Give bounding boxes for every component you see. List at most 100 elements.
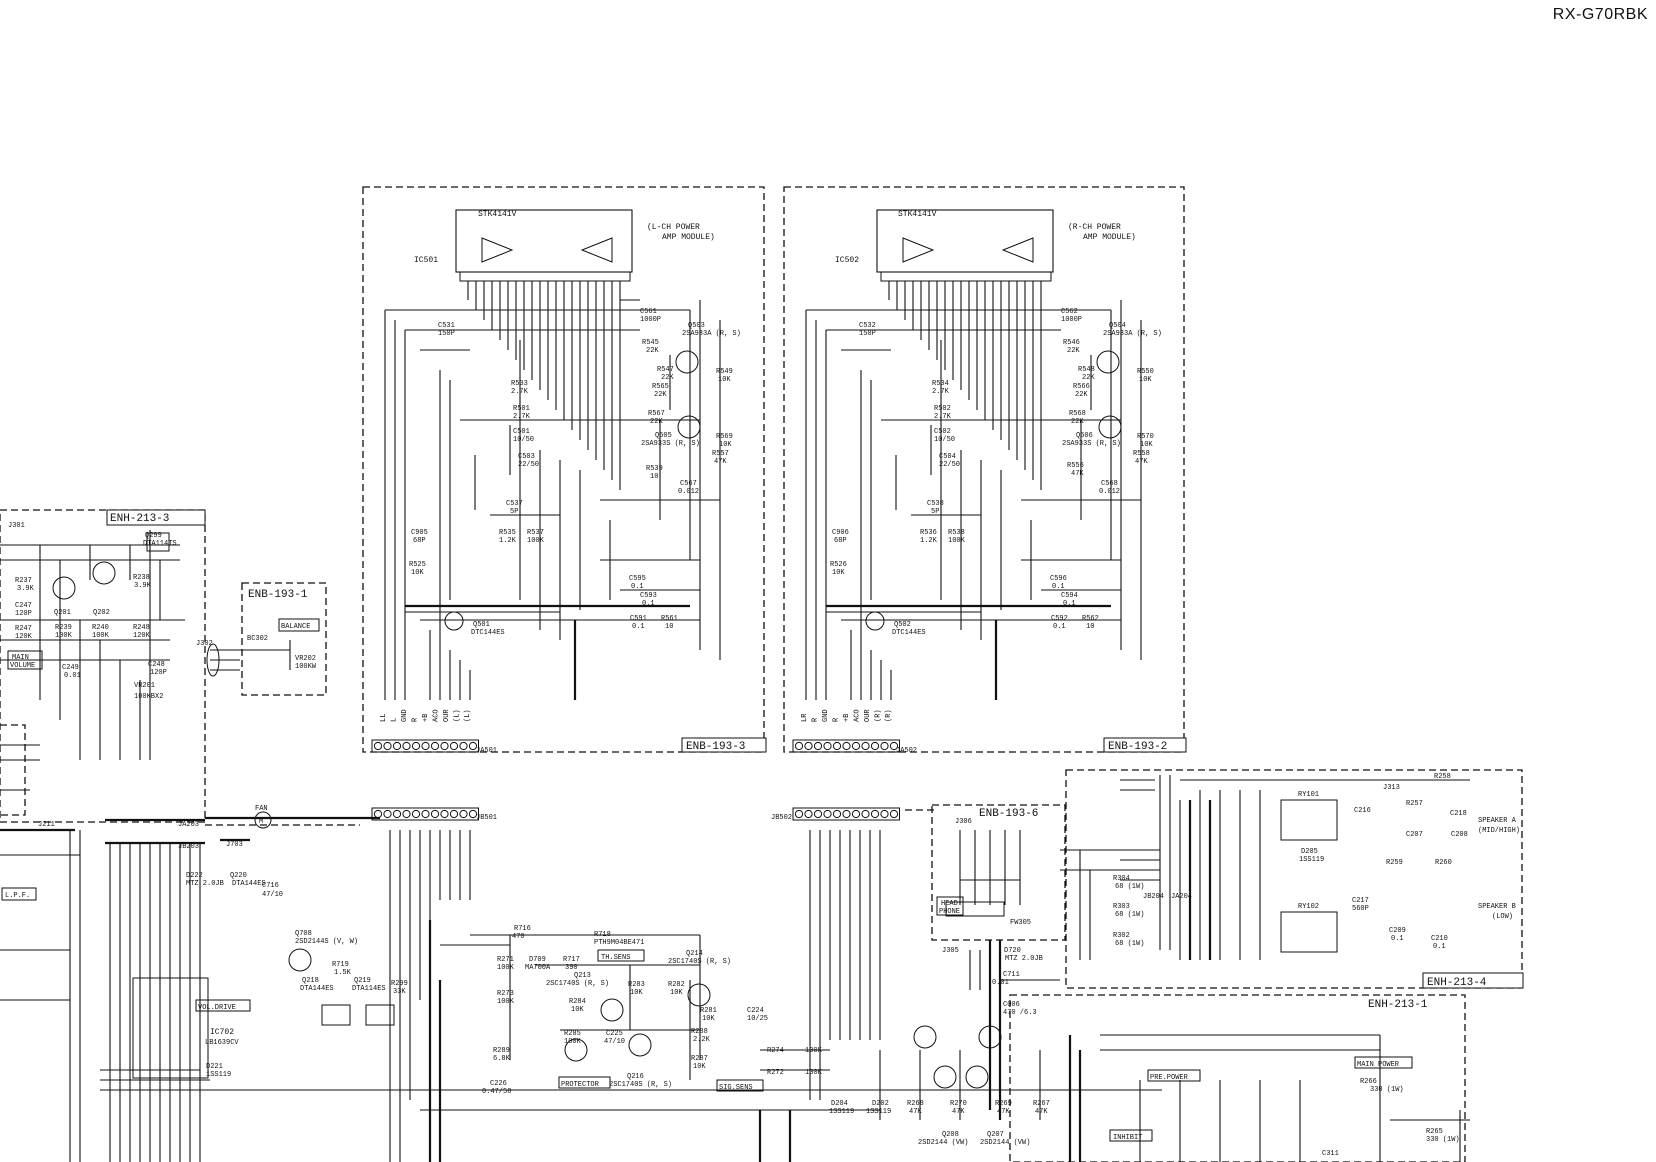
- c501-ref: C501: [513, 428, 530, 436]
- q299-ref: Q299: [145, 532, 162, 540]
- c538-val: 5P: [931, 508, 939, 516]
- header-pin: [421, 809, 430, 819]
- vol-drive-tag: VOL.DRIVE: [198, 1004, 236, 1012]
- r570-val: 10K: [1140, 441, 1153, 449]
- r271-val: 100K: [497, 964, 515, 972]
- header-pin: [861, 741, 870, 751]
- r535-ref: R535: [499, 529, 516, 537]
- c801-ref: C311: [1322, 1150, 1339, 1158]
- q503-val: 2SA933A (R, S): [682, 330, 741, 338]
- r716-val: 470: [512, 933, 525, 941]
- q502-ref: Q502: [894, 621, 911, 629]
- vr201-ref: VR201: [134, 682, 155, 690]
- r546-ref: R546: [1063, 339, 1080, 347]
- r536-ref: R536: [920, 529, 937, 537]
- r547-val: 22K: [661, 374, 674, 382]
- r284-val: 10K: [571, 1006, 584, 1014]
- r274-ref: R274: [767, 1047, 784, 1055]
- c225-val: 47/10: [604, 1038, 625, 1046]
- r566-val: 22K: [1075, 391, 1088, 399]
- q208-ref: Q208: [942, 1131, 959, 1139]
- r238-ref: R238: [133, 574, 150, 582]
- c537-val: 5P: [510, 508, 518, 516]
- c503-val: 22/50: [518, 461, 539, 469]
- j301-label: J301: [8, 522, 25, 530]
- ic702-ref: IC702: [210, 1028, 234, 1037]
- q506-val: 2SA933S (R, S): [1062, 440, 1121, 448]
- c224-val: 10/25: [747, 1015, 768, 1023]
- c247-val: 120P: [15, 610, 32, 618]
- r285-val: 100K: [564, 1038, 582, 1046]
- speaker-a-tag-2: (MID/HIGH): [1478, 827, 1520, 835]
- d205-val: 1SS119: [1299, 856, 1324, 864]
- amp-pin-label: L: [391, 718, 399, 722]
- r273-ref: R273: [497, 990, 514, 998]
- r288-val: 2.2K: [693, 1036, 711, 1044]
- header-pin: [889, 741, 899, 751]
- amp-pin-label: LR: [801, 713, 809, 722]
- jb502-header: [792, 807, 900, 821]
- r550-val: 10K: [1139, 376, 1152, 384]
- block-right-power-amp: [783, 186, 1185, 753]
- headphone-block: J306 HEAD PHONE FW305 J305 D720 MTZ 2.0J…: [936, 818, 1060, 1017]
- tone-block: J301 Q299 DTA114TS R237 3.9K R238 3.9K C…: [0, 522, 199, 901]
- main-power-tag: MAIN POWER: [1357, 1061, 1400, 1069]
- c504-val: 22/50: [939, 461, 960, 469]
- r539-ref: R539: [646, 465, 663, 473]
- d204-val: 1SS119: [829, 1108, 854, 1116]
- r269-val: 47K: [997, 1108, 1010, 1116]
- q708-val: 2SD2144S (V, W): [295, 938, 358, 946]
- c595-val: 0.1: [631, 583, 644, 591]
- c906-ref: C906: [832, 529, 849, 537]
- header-pin: [832, 809, 842, 819]
- headphone-tag-2: PHONE: [939, 908, 960, 916]
- r557-val: 47K: [714, 458, 727, 466]
- r270-val: 47K: [952, 1108, 965, 1116]
- amp-pin-label: R: [812, 717, 820, 722]
- header-pin: [383, 809, 392, 819]
- q506-ref: Q506: [1076, 432, 1093, 440]
- r711-ref: D720: [1004, 947, 1021, 955]
- ja204-label: JA204: [1171, 893, 1192, 901]
- r282-val: 10K: [670, 989, 683, 997]
- amp-pin-label: OUR: [443, 709, 451, 722]
- r549-val: 10K: [718, 376, 731, 384]
- r503-val: 2.7K: [511, 388, 529, 396]
- j211-label: J211: [38, 821, 55, 829]
- jb501-header: [371, 807, 479, 821]
- amp-pin-label: +B: [422, 714, 430, 722]
- r545-val: 22K: [646, 347, 659, 355]
- header-pin: [430, 741, 440, 751]
- r274-val: 100K: [805, 1047, 823, 1055]
- q214-ref: Q214: [686, 950, 703, 958]
- r536-val: 1.2K: [920, 537, 938, 545]
- c248-ref: C248: [148, 661, 165, 669]
- pin-header-body: [792, 807, 900, 821]
- d720-ref: C716: [262, 882, 279, 890]
- d709-ref: D709: [529, 956, 546, 964]
- header-pin: [842, 741, 851, 751]
- c217-val: 560P: [1352, 905, 1369, 913]
- ic501-desc-2: AMP MODULE): [662, 233, 715, 242]
- pin-header-body: [371, 739, 479, 753]
- block-outlines: [0, 186, 1523, 1162]
- c502-ref: C502: [934, 428, 951, 436]
- c567-val: 0.012: [678, 488, 699, 496]
- q218-val: DTA144ES: [300, 985, 334, 993]
- r561-val: 10: [665, 623, 673, 631]
- c503-ref: C503: [518, 453, 535, 461]
- ic502-desc-2: AMP MODULE): [1083, 233, 1136, 242]
- c596-val: 0.1: [1052, 583, 1065, 591]
- amp-pin-label: (R): [875, 709, 883, 722]
- r557-ref: R557: [712, 450, 729, 458]
- header-pin: [402, 741, 411, 751]
- header-pin: [823, 809, 832, 819]
- left-edge-fragment: [0, 724, 80, 1001]
- r304-ref: R304: [1113, 875, 1130, 883]
- header-pin: [440, 741, 449, 751]
- r302-ref: R302: [1113, 932, 1130, 940]
